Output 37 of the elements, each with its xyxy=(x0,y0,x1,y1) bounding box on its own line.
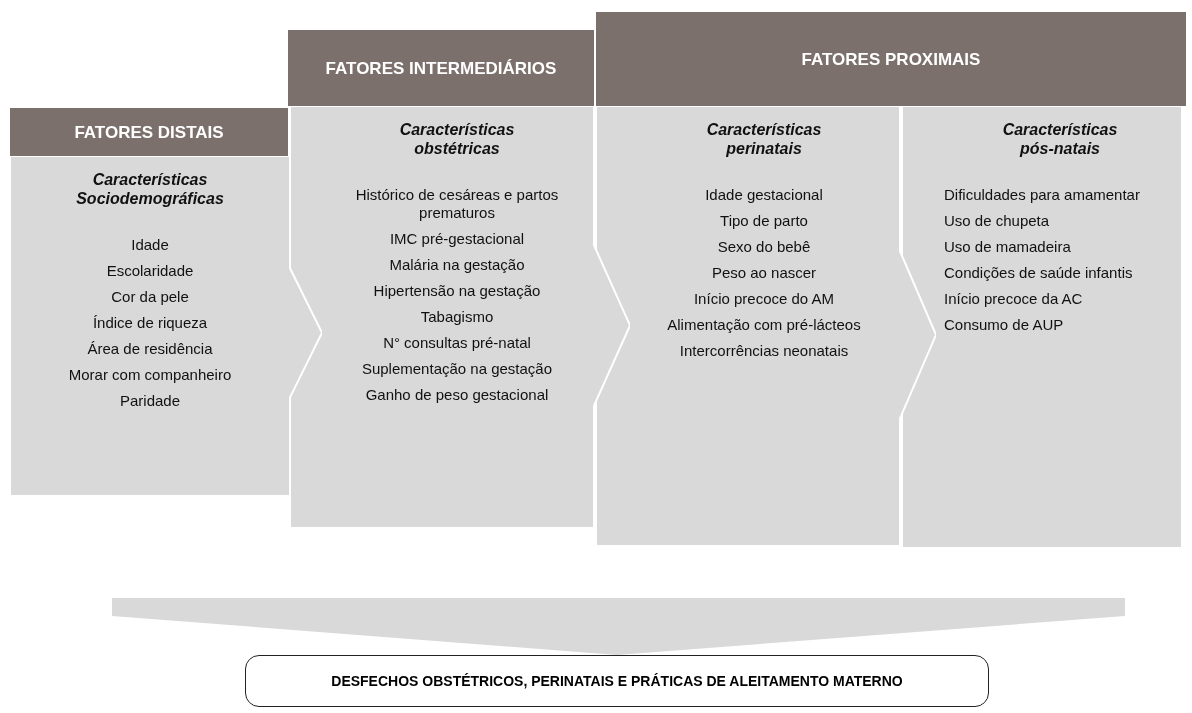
list-item: Dificuldades para amamentar xyxy=(944,186,1141,204)
list-item: Início precoce do AM xyxy=(692,290,836,308)
list-item: Idade gestacional xyxy=(704,186,824,204)
header-band: FATORES PROXIMAIS xyxy=(596,12,1186,106)
list-item: Malária na gestação xyxy=(388,256,526,274)
panel-heading: Características pós-natais xyxy=(1001,120,1119,158)
outcome-box: DESFECHOS OBSTÉTRICOS, PERINATAIS E PRÁTICAS DE ALEITAMENTO MATERNO xyxy=(245,655,989,707)
list-item: Uso de mamadeira xyxy=(944,238,1072,256)
panel-heading: Características Sociodemográficas xyxy=(75,170,225,208)
list-item: Área de residência xyxy=(86,340,214,358)
list-item: Cor da pele xyxy=(110,288,190,306)
list-item: Peso ao nascer xyxy=(710,264,818,282)
list-item: Suplementação na gestação xyxy=(360,360,554,378)
list-item: Sexo do bebê xyxy=(716,238,812,256)
list-item: Morar com companheiro xyxy=(67,366,233,384)
list-item: Início precoce da AC xyxy=(944,290,1084,308)
list-item: Condições de saúde infantis xyxy=(944,264,1134,282)
arrow xyxy=(112,598,1125,655)
list-item: N° consultas pré-natal xyxy=(382,334,532,352)
panel-heading: Características obstétricas xyxy=(398,120,516,158)
list-item: Escolaridade xyxy=(105,262,195,280)
list-item: Hipertensão na gestação xyxy=(372,282,542,300)
list-item: Paridade xyxy=(118,392,181,410)
header-band: FATORES DISTAIS xyxy=(10,108,288,156)
list-item: Histórico de cesáreas e partos prematuros xyxy=(354,186,560,222)
list-item: Idade xyxy=(130,236,170,254)
list-item: Uso de chupeta xyxy=(944,212,1051,230)
panel-heading: Características perinatais xyxy=(705,120,823,158)
list-item: IMC pré-gestacional xyxy=(388,230,526,248)
list-item: Tipo de parto xyxy=(719,212,809,230)
list-item: Tabagismo xyxy=(419,308,495,326)
list-item: Intercorrências neonatais xyxy=(678,342,850,360)
list-item: Ganho de peso gestacional xyxy=(364,386,550,404)
list-item: Alimentação com pré-lácteos xyxy=(666,316,862,334)
list-item: Índice de riqueza xyxy=(91,314,209,332)
list-item: Consumo de AUP xyxy=(944,316,1065,334)
header-band: FATORES INTERMEDIÁRIOS xyxy=(288,30,594,106)
